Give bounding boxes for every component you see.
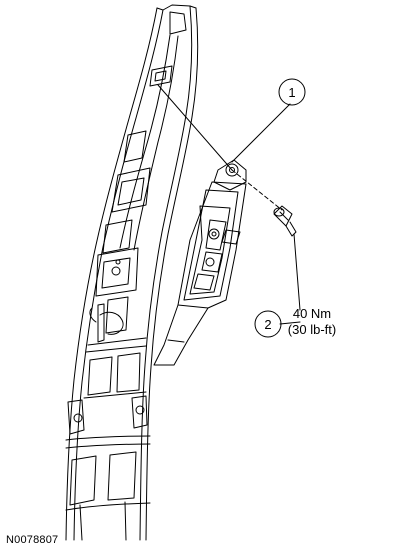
seat-belt-adjuster bbox=[153, 159, 247, 366]
callout-2-number: 2 bbox=[264, 317, 271, 332]
callout-2-circle bbox=[254, 310, 282, 338]
torque-imperial-label: (30 lb-ft) bbox=[288, 322, 336, 337]
leader-lines bbox=[157, 84, 301, 325]
callout-1-number: 1 bbox=[288, 85, 295, 100]
mounting-bolt bbox=[273, 205, 297, 237]
callout-1-circle bbox=[278, 78, 306, 106]
callout-2 bbox=[254, 310, 282, 338]
b-pillar-structure bbox=[65, 4, 199, 541]
figure-id: N0078807 bbox=[6, 534, 59, 546]
callout-1 bbox=[278, 78, 306, 106]
torque-metric-label: 40 Nm bbox=[293, 306, 331, 321]
